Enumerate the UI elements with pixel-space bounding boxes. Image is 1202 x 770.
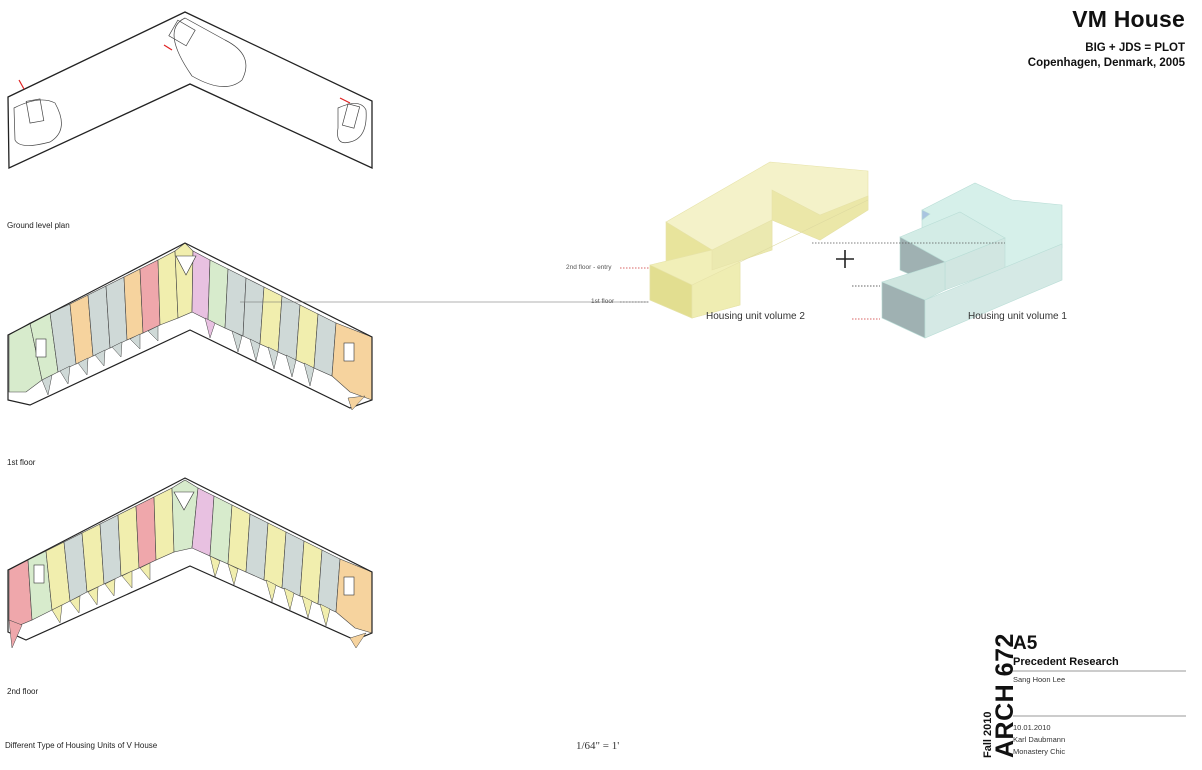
- plans-caption: Different Type of Housing Units of V Hou…: [5, 741, 158, 750]
- leader-first-label: 1st floor: [591, 298, 615, 305]
- leader-entry-label: 2nd floor - entry: [566, 264, 612, 271]
- leader-lines: [620, 242, 1005, 320]
- housing-volume-2: [649, 161, 869, 319]
- submission-date: 10.01.2010: [1013, 723, 1051, 732]
- first-floor-label: 1st floor: [7, 458, 36, 467]
- project-location: Copenhagen, Denmark, 2005: [1027, 57, 1185, 69]
- second-floor-plan: [7, 477, 373, 649]
- assignment-name: Precedent Research: [1013, 656, 1119, 668]
- second-floor-label: 2nd floor: [7, 687, 39, 696]
- housing-volume-1: [881, 182, 1063, 339]
- plus-sign: [836, 250, 854, 268]
- studio-name: Monastery Chic: [1013, 747, 1066, 756]
- ground-level-plan: [7, 11, 373, 170]
- assignment-code: A5: [1013, 633, 1038, 654]
- project-title: VM House: [1072, 6, 1185, 32]
- student-name: Sang Hoon Lee: [1013, 675, 1066, 684]
- drawing-scale: 1/64" = 1': [576, 740, 620, 752]
- volume-1-label: Housing unit volume 1: [968, 311, 1067, 322]
- volume-2-label: Housing unit volume 2: [706, 311, 805, 322]
- project-architects: BIG + JDS = PLOT: [1085, 42, 1185, 54]
- first-floor-plan: [7, 242, 373, 411]
- ground-plan-label: Ground level plan: [7, 221, 70, 230]
- course-stamp: Fall 2010 ARCH 672: [976, 633, 1019, 758]
- instructor-name: Karl Daubmann: [1013, 735, 1066, 744]
